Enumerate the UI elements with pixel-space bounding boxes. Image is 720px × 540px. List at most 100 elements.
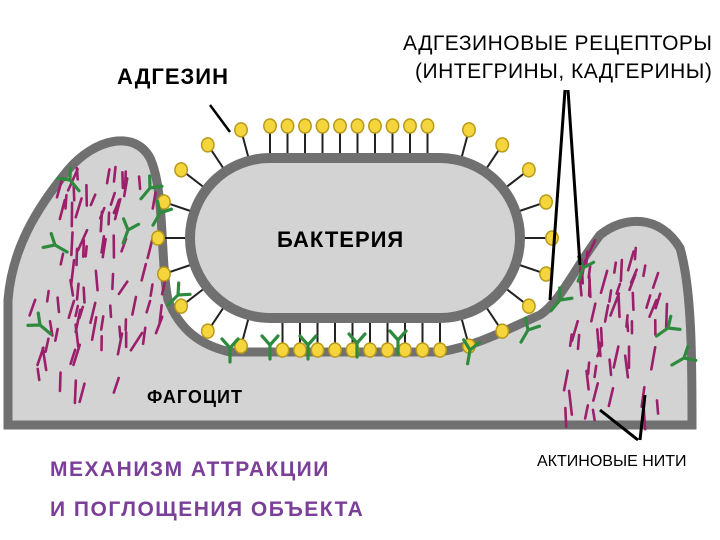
actin-filament xyxy=(122,177,129,198)
actin-filament xyxy=(654,292,662,310)
adhesin-molecule xyxy=(368,118,382,134)
actin-filament xyxy=(74,304,80,318)
adhesin-molecule xyxy=(200,323,215,339)
actin-pointer-left xyxy=(599,408,639,442)
receptor-icon xyxy=(121,217,141,245)
actin-filament xyxy=(54,327,59,342)
receptor-icon xyxy=(220,337,240,364)
actin-filament xyxy=(564,406,568,429)
adhesin-stalk xyxy=(485,149,500,169)
adhesin-molecule xyxy=(415,342,430,358)
receptor-shape xyxy=(41,231,69,254)
adhesin-stalk xyxy=(460,318,469,341)
actin-filament xyxy=(58,198,67,221)
actin-filament xyxy=(55,176,64,199)
adhesin-molecule xyxy=(380,342,395,358)
receptor-icon xyxy=(549,286,574,313)
receptor-shape xyxy=(388,329,408,356)
actin-filament xyxy=(105,168,111,185)
actin-pointer-right xyxy=(638,394,647,441)
actin-filament xyxy=(69,278,75,297)
adhesin-stalk xyxy=(519,202,541,212)
actin-filament xyxy=(655,399,660,415)
adhesin-stalk xyxy=(185,172,204,188)
adhesin-stalk xyxy=(185,288,204,304)
actin-filament xyxy=(583,404,590,420)
actin-filament xyxy=(69,258,76,285)
actin-filaments xyxy=(28,165,669,431)
receptor-icon xyxy=(260,334,280,361)
actin-filament xyxy=(631,291,635,312)
adhesin-molecule xyxy=(333,118,347,134)
receptor-shape xyxy=(139,174,164,201)
actin-filament xyxy=(99,210,104,233)
actin-filament xyxy=(89,193,97,207)
actin-filament xyxy=(650,346,657,371)
adhesin-molecule xyxy=(462,122,476,138)
adhesin-molecule xyxy=(328,342,342,358)
actin-filament xyxy=(75,166,80,181)
actin-filament xyxy=(56,296,61,314)
actin-filament xyxy=(100,234,106,254)
adhesin-molecule xyxy=(275,342,290,358)
actin-filament xyxy=(567,389,574,416)
adhesin-molecule xyxy=(315,118,330,134)
actin-filament xyxy=(81,238,86,259)
actin-filament xyxy=(140,262,148,282)
actin-filament xyxy=(112,376,120,394)
actin-filament xyxy=(591,408,596,422)
actin-filament xyxy=(69,348,77,366)
actin-filament xyxy=(28,298,37,317)
actin-filament xyxy=(613,261,618,274)
receptor-shape xyxy=(654,314,682,338)
receptor-shape xyxy=(260,334,280,361)
actin-filament xyxy=(648,298,658,319)
adhesin-stalk xyxy=(519,264,541,274)
actin-filament xyxy=(145,299,152,314)
actin-filament xyxy=(612,345,620,369)
actin-filament xyxy=(617,294,621,319)
adhesin-molecule xyxy=(403,118,417,134)
adhesin-stalk xyxy=(210,149,225,169)
actin-filament xyxy=(570,319,580,343)
adhesin-molecule xyxy=(385,118,400,134)
actin-filament xyxy=(607,386,615,408)
actin-filament xyxy=(619,258,624,283)
actin-filament xyxy=(586,361,591,376)
actin-filament xyxy=(108,304,113,319)
actin-filament xyxy=(626,250,635,272)
actin-filament xyxy=(64,193,68,210)
receptor-shape xyxy=(151,199,174,227)
receptor-shape xyxy=(549,286,574,313)
receptor-shape xyxy=(26,311,53,336)
adhesin-stalk xyxy=(169,202,191,212)
receptor-pointer-right xyxy=(566,89,582,266)
actin-filament xyxy=(151,191,157,210)
actin-filament xyxy=(44,337,50,354)
actin-filament xyxy=(578,277,583,297)
bacterium-cell xyxy=(185,153,525,323)
receptor-icon xyxy=(139,174,164,201)
actin-filament xyxy=(149,283,154,297)
actin-filament xyxy=(101,237,107,259)
receptor-icon xyxy=(388,329,408,356)
actin-filament xyxy=(90,316,98,341)
adhesin-stalk xyxy=(506,172,525,188)
actin-filament xyxy=(141,326,147,346)
adhesin-molecule xyxy=(495,137,510,153)
receptor-shape xyxy=(670,344,698,367)
actin-filament xyxy=(642,264,647,278)
actin-filament xyxy=(640,385,646,408)
actin-filament xyxy=(36,367,41,382)
adhesin-stalk xyxy=(485,307,500,327)
adhesin-molecules xyxy=(151,118,559,358)
actin-filament xyxy=(633,246,638,261)
adhesin-molecule xyxy=(420,118,435,134)
adhesin-stalks xyxy=(164,132,546,344)
actin-filament xyxy=(112,201,120,215)
actin-filament xyxy=(84,244,88,258)
adhesin-molecule xyxy=(174,298,189,314)
receptor-shape xyxy=(298,334,318,361)
adhesin-molecule xyxy=(151,230,165,246)
